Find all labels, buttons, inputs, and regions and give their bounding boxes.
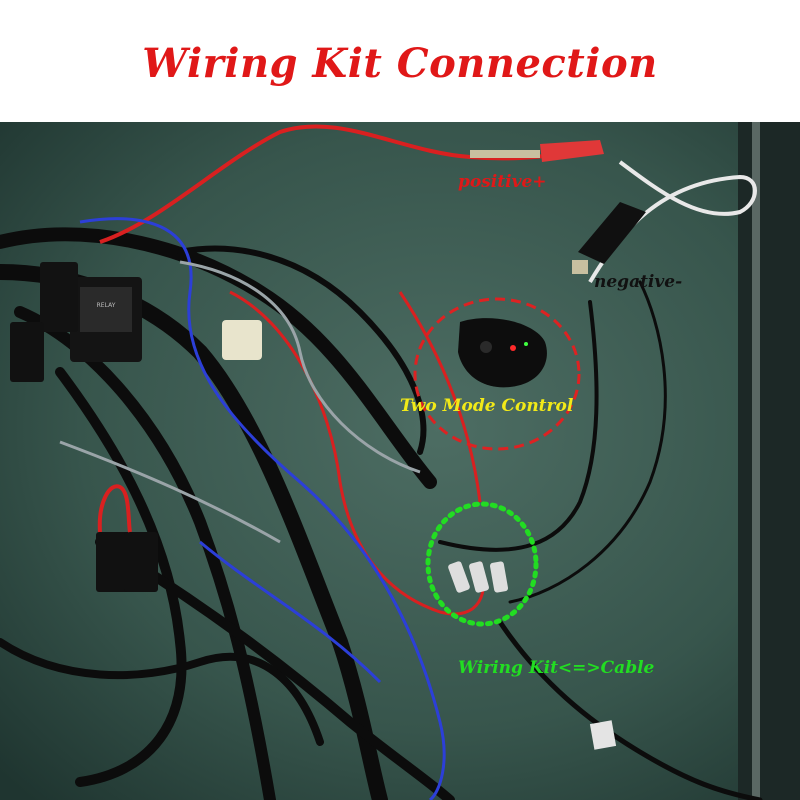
switch-controller-icon	[458, 318, 547, 388]
wiring-photo: RELAY	[0, 122, 800, 800]
fuse-holder	[10, 322, 44, 382]
blue-cable	[79, 217, 446, 800]
wiring-highlight-circle	[425, 501, 539, 627]
relay-icon: RELAY	[70, 277, 142, 362]
relay-socket	[40, 262, 78, 332]
two-mode-control-label: Two Mode Control	[400, 396, 574, 416]
wiring-photo-illustration: RELAY	[0, 122, 800, 800]
two-mode-highlight-circle	[413, 297, 581, 451]
frame-edge	[738, 122, 800, 800]
alligator-clip-icon	[470, 140, 604, 162]
negative-label: negative-	[594, 272, 683, 292]
page-title: Wiring Kit Connection	[142, 40, 658, 87]
wiring-kit-cable-label: Wiring Kit<=>Cable	[458, 658, 655, 678]
cable-tag	[589, 720, 617, 750]
connector-icon	[222, 320, 262, 360]
positive-label: positive+	[458, 172, 547, 192]
svg-text:RELAY: RELAY	[97, 302, 116, 309]
negative-clip	[572, 202, 646, 274]
junction-connectors	[448, 561, 509, 593]
fuse-block	[96, 532, 130, 592]
